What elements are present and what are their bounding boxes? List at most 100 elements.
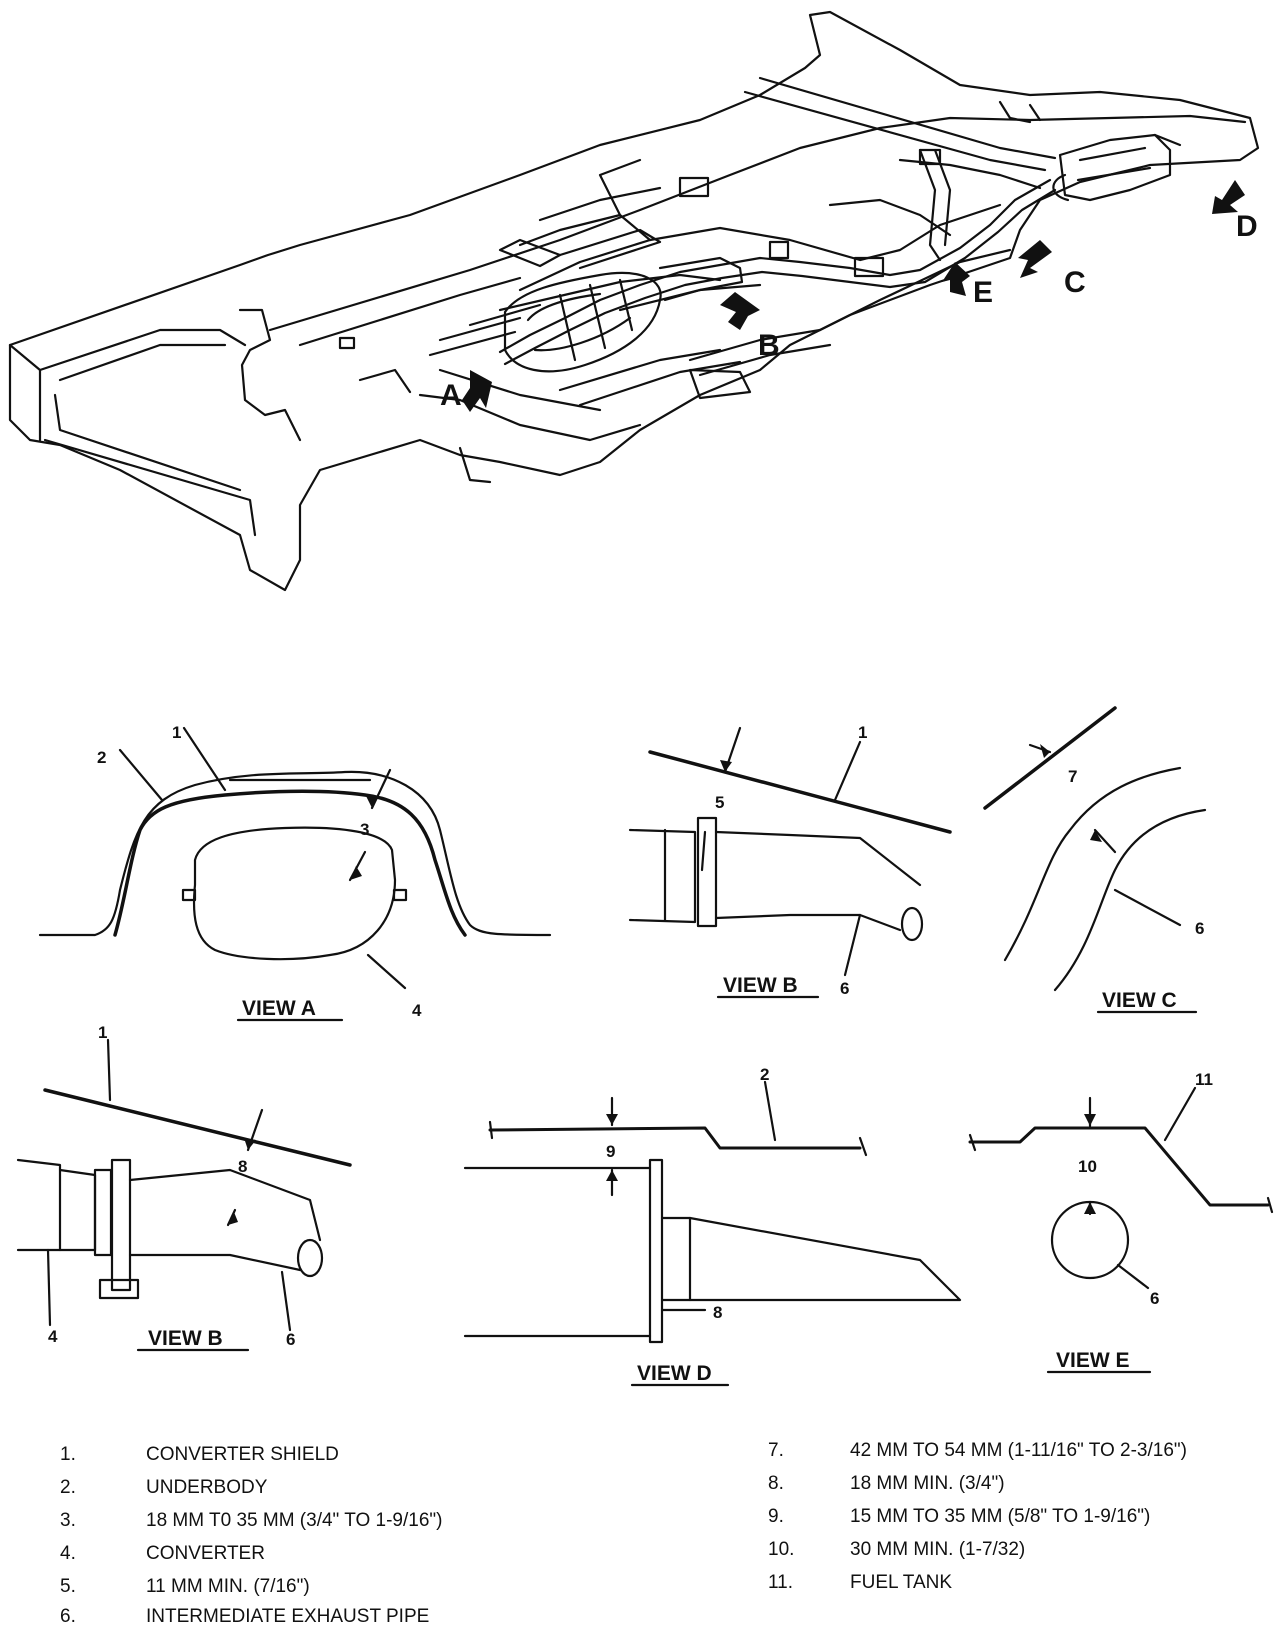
view-arrow-e-label: E: [973, 276, 993, 309]
view-b-lower-callout-8: 8: [238, 1157, 247, 1176]
leader-line: [46, 1248, 52, 1327]
view-b-upper-callout-6: 6: [840, 979, 849, 998]
exhaust-pipe-bottom: [714, 913, 902, 932]
legend-number: 3.: [60, 1510, 76, 1531]
legend-text: 18 MM MIN. (3/4"): [850, 1473, 1005, 1494]
leader-line: [106, 1038, 112, 1102]
view-arrow-d-label: D: [1236, 210, 1258, 243]
legend-number: 9.: [768, 1506, 784, 1527]
view-arrow-e-icon: [942, 262, 970, 296]
view-c-callout-6: 6: [1195, 919, 1204, 938]
legend-number: 6.: [60, 1606, 76, 1627]
clearance-dim-tick: [1093, 828, 1117, 854]
view-a-callout-2: 2: [97, 748, 106, 767]
legend-text: INTERMEDIATE EXHAUST PIPE: [146, 1606, 430, 1627]
leader-line: [118, 748, 164, 802]
legend-number: 5.: [60, 1576, 76, 1597]
leader-line: [843, 913, 862, 977]
legend-text: CONVERTER SHIELD: [146, 1444, 339, 1465]
view-arrow-indicators: [462, 180, 1245, 412]
leader-line: [182, 726, 227, 792]
exhaust-pipe-line: [1053, 808, 1207, 992]
view-title-underlines: [136, 995, 1198, 1387]
view-a-callout-4: 4: [412, 1001, 422, 1020]
view-b-upper-diagram: [628, 726, 952, 977]
leader-line: [1163, 1086, 1197, 1142]
view-b-lower-diagram: [16, 1038, 352, 1332]
view-a-diagram: [38, 726, 552, 990]
exhaust-pipe-top: [128, 1168, 322, 1242]
leader-line: [833, 740, 862, 802]
legend-number: 1.: [60, 1444, 76, 1465]
converter-flange-right: [392, 888, 408, 902]
view-b-lower-title: VIEW B: [148, 1327, 223, 1350]
view-c-title: VIEW C: [1102, 989, 1177, 1012]
view-b-lower-callout-4: 4: [48, 1327, 58, 1346]
legend-text: 11 MM MIN. (7/16"): [146, 1576, 310, 1597]
underbody-line: [1003, 766, 1182, 962]
legend-number: 10.: [768, 1539, 795, 1560]
view-e-callout-10: 10: [1078, 1157, 1097, 1176]
legend-number: 11.: [768, 1572, 794, 1593]
underbody-line: [488, 1126, 862, 1150]
pipe-flange: [648, 1158, 664, 1344]
exhaust-pipe-end: [296, 1238, 324, 1278]
converter-end: [16, 1158, 62, 1252]
view-arrow-d-icon: [1212, 180, 1245, 214]
legend-text: 42 MM TO 54 MM (1-11/16" TO 2-3/16"): [850, 1440, 1187, 1461]
view-d-callout-9: 9: [606, 1142, 615, 1161]
legend-text: FUEL TANK: [850, 1572, 953, 1593]
converter-flange-left: [181, 888, 197, 902]
view-b-upper-callout-5: 5: [715, 793, 724, 812]
legend-text: CONVERTER: [146, 1543, 265, 1564]
converter-end: [628, 828, 697, 924]
legend-text: 30 MM MIN. (1-7/32): [850, 1539, 1026, 1560]
converter-shield-line: [648, 750, 952, 834]
view-a-callout-1: 1: [172, 723, 181, 742]
legend-text: 15 MM TO 35 MM (5/8" TO 1-9/16"): [850, 1506, 1151, 1527]
legend-number: 4.: [60, 1543, 76, 1564]
converter-section: [192, 826, 397, 961]
view-e-callout-11: 11: [1195, 1070, 1213, 1089]
view-d-callout-2: 2: [760, 1065, 769, 1084]
exhaust-pipe-end: [900, 906, 924, 942]
converter-shield-outline: [113, 789, 467, 937]
clamp-bolt: [110, 1158, 132, 1292]
legend-text: 18 MM T0 35 MM (3/4" TO 1-9/16"): [146, 1510, 443, 1531]
underbody-break: [968, 1133, 977, 1152]
view-arrow-c-icon: [1018, 240, 1052, 278]
view-arrow-b-label: B: [758, 329, 780, 362]
view-d-callout-8: 8: [713, 1303, 722, 1322]
pipe-flange: [696, 816, 718, 928]
legend-number: 2.: [60, 1477, 76, 1498]
converter-shield-line: [983, 706, 1117, 810]
underbody-break: [1266, 1196, 1274, 1214]
view-e-callout-6: 6: [1150, 1289, 1159, 1308]
leader-line: [1116, 1263, 1150, 1290]
legend-text: UNDERBODY: [146, 1477, 268, 1498]
view-c-diagram: [983, 706, 1207, 992]
legend-number: 8.: [768, 1473, 784, 1494]
exhaust-pipe-bottom: [128, 1253, 302, 1272]
clearance-dim-line: [700, 830, 707, 872]
underbody-outline: [38, 770, 552, 937]
leader-line: [366, 953, 407, 990]
converter-shield-line: [43, 1088, 352, 1167]
view-e-title: VIEW E: [1056, 1349, 1130, 1372]
exhaust-pipe-top: [714, 830, 922, 887]
leader-line: [763, 1080, 777, 1142]
underbody-fuel-tank-line: [968, 1126, 1270, 1207]
view-a-title: VIEW A: [242, 997, 316, 1020]
view-b-upper-callout-1: 1: [858, 723, 867, 742]
leader-line: [280, 1270, 292, 1332]
view-a-callout-3: 3: [360, 820, 369, 839]
view-b-upper-title: VIEW B: [723, 974, 798, 997]
view-d-diagram: [463, 1080, 962, 1344]
dimension-arrowheads: [228, 744, 1102, 1225]
clamp-nut: [98, 1278, 140, 1300]
view-arrow-a-icon: [462, 370, 492, 412]
view-c-callout-7: 7: [1068, 767, 1077, 786]
underbody-break: [488, 1120, 494, 1140]
view-d-title: VIEW D: [637, 1362, 712, 1385]
